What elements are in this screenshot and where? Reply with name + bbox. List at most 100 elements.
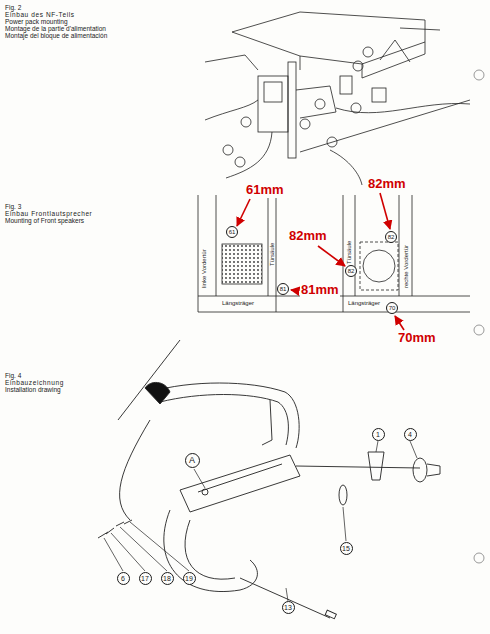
figure-title: Montage de la partie d'alimentation	[5, 25, 106, 32]
drawing-stroke	[120, 420, 150, 520]
drawing-stroke	[395, 316, 404, 330]
callout-number: 82	[388, 234, 395, 240]
drawing-stroke	[363, 250, 395, 282]
drawing-stroke	[376, 441, 378, 452]
callout-circle: 81	[277, 283, 289, 295]
callout-number: 1	[376, 431, 380, 438]
drawing-stroke	[222, 244, 262, 284]
drawing-stroke	[226, 132, 272, 178]
callout-circle: 6	[117, 572, 130, 585]
drawing-stroke	[325, 610, 336, 619]
figure-number: Fig. 3	[5, 203, 21, 210]
drawing-stroke	[198, 195, 276, 312]
drawing-stroke	[339, 485, 347, 505]
callout-number: A	[189, 456, 195, 465]
callout-circle: 19	[183, 572, 196, 585]
callout-circle: 15	[340, 542, 353, 555]
figure-title: Installation drawing	[5, 386, 61, 393]
dimension: 61mm	[245, 183, 285, 198]
part-name: rechte Vordertür	[403, 245, 410, 288]
drawing-stroke	[474, 70, 484, 80]
drawing-stroke	[198, 464, 282, 492]
callout-circle: A	[185, 453, 200, 468]
drawing-stroke	[98, 520, 132, 538]
callout-circle: 18	[161, 572, 174, 585]
drawing-stroke	[286, 588, 288, 601]
callout-number: 4	[408, 431, 412, 438]
drawing-stroke	[288, 62, 296, 158]
drawing-stroke	[145, 382, 170, 404]
callout-circle: 17	[139, 572, 152, 585]
drawing-stroke	[410, 441, 417, 458]
drawing-stroke	[300, 119, 310, 129]
drawing-stroke	[198, 296, 470, 312]
figure-number: Fig. 4	[5, 372, 21, 379]
power-pack-drawing	[205, 12, 470, 185]
drawing-stroke	[235, 157, 245, 167]
drawing-stroke	[111, 533, 145, 571]
drawing-stroke	[372, 88, 386, 102]
callout-circle: 4	[404, 428, 417, 441]
drawing-stroke	[474, 553, 484, 563]
drawing-stroke	[237, 199, 250, 226]
drawing-stroke	[300, 42, 425, 78]
drawing-stroke	[160, 395, 288, 446]
callout-number: 18	[163, 575, 171, 582]
drawing-stroke	[296, 86, 336, 118]
drawing-stroke	[223, 145, 233, 155]
drawing-stroke	[240, 578, 330, 618]
figure-title: Einbauzeichnung	[5, 379, 64, 386]
drawing-stroke	[264, 82, 282, 102]
figure-number: Fig. 2	[5, 4, 21, 11]
figure-title: Montaje del bloque de alimentación	[5, 32, 107, 39]
drawing-stroke	[340, 76, 352, 94]
callout-circle: 70	[386, 302, 398, 314]
callout-circle: 61	[226, 226, 238, 238]
callout-number: 82	[348, 268, 355, 274]
drawing-stroke	[360, 242, 398, 290]
drawing-stroke	[318, 246, 345, 266]
drawing-stroke	[363, 47, 373, 57]
figure-title: Power pack mounting	[5, 18, 68, 25]
drawing-stroke	[185, 520, 235, 579]
callout-number: 13	[284, 604, 292, 611]
figure-title: Einbau des NF-Teils	[5, 11, 75, 18]
drawing-stroke	[353, 61, 363, 71]
part-name: Längsträger	[348, 300, 380, 307]
callout-circle: 82	[385, 231, 397, 243]
dimension: 82mm	[288, 229, 328, 244]
drawing-stroke	[262, 400, 272, 445]
callout-number: 17	[141, 575, 149, 582]
part-name: Türsäule	[269, 243, 276, 266]
drawing-stroke	[296, 466, 420, 468]
callout-leaders	[104, 441, 417, 601]
drawing-stroke	[315, 99, 325, 109]
callout-number: 15	[342, 545, 350, 552]
drawing-stroke	[474, 325, 484, 335]
drawing-stroke	[258, 76, 288, 132]
drawing-stroke	[241, 117, 251, 127]
drawing-stroke	[202, 489, 208, 495]
drawing-stroke	[413, 458, 427, 482]
drawing-stroke	[300, 100, 470, 152]
drawing-stroke	[343, 507, 346, 541]
callout-number: 81	[280, 286, 287, 292]
callout-circle: 1	[372, 428, 385, 441]
drawing-stroke	[380, 28, 440, 62]
drawing-stroke	[130, 522, 189, 571]
callout-number: 19	[185, 575, 193, 582]
figure-title: Einbau Frontlautsprecher	[5, 210, 92, 217]
red-leader-arrows	[237, 193, 404, 330]
callout-circle: 13	[282, 601, 295, 614]
callout-circle: 82	[345, 265, 357, 277]
figure-title: Mounting of Front speakers	[5, 217, 84, 224]
drawing-stroke	[427, 464, 440, 476]
binder-holes	[474, 70, 484, 563]
drawing-stroke	[205, 55, 258, 70]
part-name: Türsäule	[346, 241, 353, 264]
drawing-stroke	[118, 340, 180, 420]
drawing-stroke	[232, 12, 425, 64]
part-name: linke Vordertür	[201, 249, 208, 288]
